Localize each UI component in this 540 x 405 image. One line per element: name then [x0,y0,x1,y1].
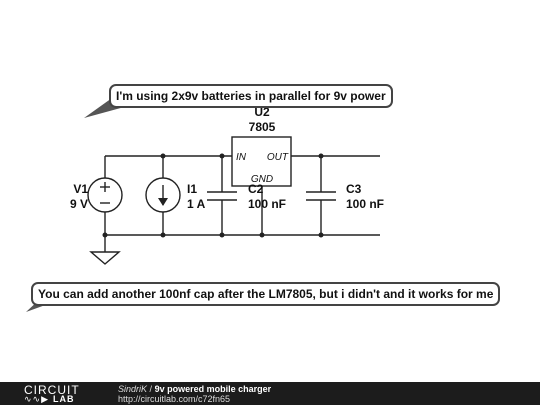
c2-value-label: 100 nF [248,197,286,211]
c3-ref-label: C3 [346,182,362,196]
voltage-source-v1 [87,177,123,213]
v1-ref-label: V1 [73,182,88,196]
logo-wave-icon: ∿∿▶ [24,394,50,404]
c2-ref-label: C2 [248,182,264,196]
footer-circuit-title: 9v powered mobile charger [154,384,272,394]
logo-lab-text: LAB [53,394,75,404]
ground-icon [89,251,121,265]
regulator-u2-body [231,136,292,187]
arrow-down-icon [158,198,168,206]
circuitlab-logo-bottom: ∿∿▶LAB [24,394,75,405]
u2-value-label: 7805 [249,120,276,134]
footer-bar: CIRCUIT ∿∿▶LAB SindriK / 9v powered mobi… [0,382,540,405]
u2-pin-in-label: IN [236,152,247,163]
footer-separator: / [149,384,153,394]
footer-url-link[interactable]: http://circuitlab.com/c72fn65 [118,394,231,404]
footer-title-line: SindriK / 9v powered mobile charger [118,384,271,394]
capacitor-c2 [207,191,237,201]
u2-pin-gnd-label: GND [251,174,273,185]
u2-pin-out-label: OUT [267,152,289,163]
i1-value-label: 1 A [187,197,206,211]
callout-bottom-note: You can add another 100nf cap after the … [31,282,501,306]
capacitor-c3 [306,191,336,201]
circuitlab-logo-top: CIRCUIT [24,383,80,397]
footer-author-link[interactable]: SindriK [118,384,148,394]
v1-value-label: 9 V [70,197,88,211]
i1-ref-label: I1 [187,182,197,196]
junction-dots [102,153,324,238]
c3-value-label: 100 nF [346,197,384,211]
u2-ref-label: U2 [254,105,270,119]
callout-top-note: I'm using 2x9v batteries in parallel for… [109,84,393,108]
current-source-i1 [145,177,181,213]
wires [104,155,380,252]
